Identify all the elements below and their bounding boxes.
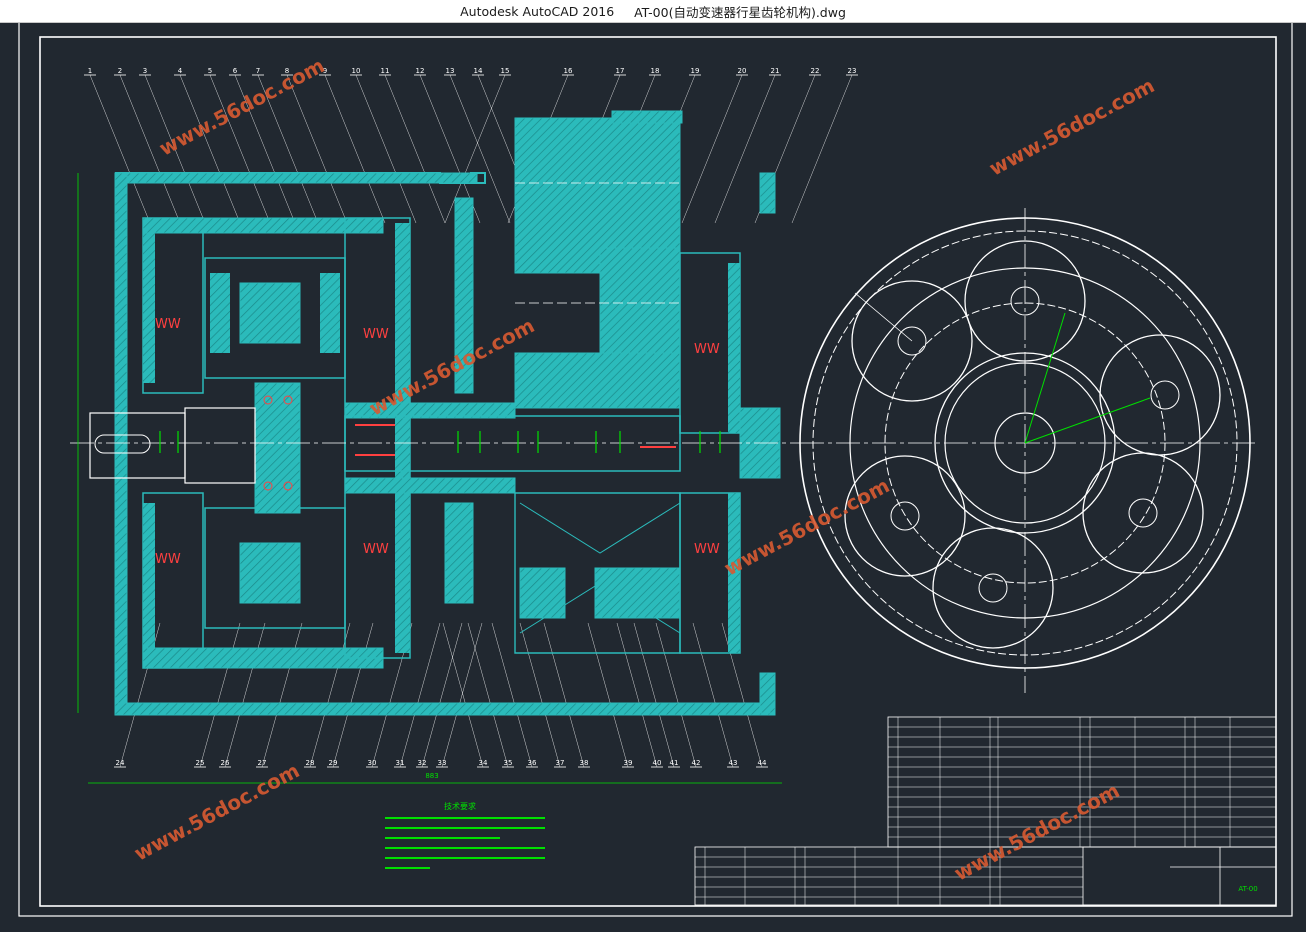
leader-label: 1 (88, 67, 92, 75)
leader-label: 28 (306, 759, 315, 767)
leader-label: 12 (416, 67, 425, 75)
leader-label: 19 (691, 67, 700, 75)
leader-label: 43 (729, 759, 738, 767)
leader-label: 29 (329, 759, 338, 767)
svg-text:WW: WW (363, 327, 389, 342)
watermark-text: www.56doc.com (720, 473, 893, 580)
leader-label: 7 (256, 67, 260, 75)
leader-label: 20 (738, 67, 747, 75)
section-view: WW WW WW WW (70, 110, 800, 784)
bill-of-materials-table (694, 716, 1277, 906)
leader-label: 36 (528, 759, 537, 767)
leader-label: 15 (501, 67, 510, 75)
leader-label: 21 (771, 67, 780, 75)
technical-requirements: 技术要求 (385, 801, 545, 869)
app-name: Autodesk AutoCAD 2016 (460, 3, 615, 19)
leader-label: 24 (116, 759, 125, 767)
leader-label: 4 (178, 67, 183, 75)
leader-label: 16 (564, 67, 573, 75)
watermark-text: www.56doc.com (985, 73, 1158, 180)
leader-label: 17 (616, 67, 625, 75)
leader-label: 18 (651, 67, 660, 75)
watermark-text: www.56doc.com (130, 758, 303, 865)
leader-label: 30 (368, 759, 377, 767)
leader-label: 3 (143, 67, 147, 75)
leader-label: 8 (285, 67, 289, 75)
leader-label: 40 (653, 759, 662, 767)
watermark-text: www.56doc.com (950, 778, 1123, 885)
file-name: AT-00(自动变速器行星齿轮机构).dwg (634, 4, 846, 20)
leader-label: 14 (474, 67, 483, 75)
leader-label: 5 (208, 67, 212, 75)
leader-label: 39 (624, 759, 633, 767)
leader-label: 2 (118, 67, 122, 75)
notes-title: 技术要求 (444, 801, 476, 811)
leader-label: 35 (504, 759, 513, 767)
leader-label: 44 (758, 759, 767, 767)
leader-label: 38 (580, 759, 589, 767)
window-title-bar: Autodesk AutoCAD 2016 AT-00(自动变速器行星齿轮机构)… (0, 0, 1306, 23)
leader-label: 9 (323, 67, 327, 75)
svg-text:WW: WW (155, 552, 181, 567)
leader-label: 22 (811, 67, 820, 75)
leader-label: 11 (381, 67, 390, 75)
leader-label: 34 (479, 759, 488, 767)
leader-label: 37 (556, 759, 565, 767)
leader-label: 32 (418, 759, 427, 767)
leader-label: 10 (352, 67, 361, 75)
leader-label: 27 (258, 759, 267, 767)
leader-label: 25 (196, 759, 205, 767)
leader-label: 6 (233, 67, 238, 75)
leader-label: 31 (396, 759, 405, 767)
svg-text:WW: WW (694, 342, 720, 357)
leader-label: 13 (446, 67, 455, 75)
bottom-leader-labels: 24 25 26 27 28 29 30 31 32 33 34 35 36 37 38 39 40 41 42 43… (114, 622, 768, 768)
inner-frame (39, 36, 1277, 907)
leader-label: 26 (221, 759, 230, 767)
svg-text:WW: WW (363, 542, 389, 557)
svg-text:WW: WW (155, 317, 181, 332)
leader-label: 41 (670, 759, 679, 767)
end-view-planetary (799, 208, 1255, 693)
svg-text:WW: WW (694, 542, 720, 557)
overall-dimension-label: 883 (425, 772, 438, 780)
drawing-number: AT-00 (1238, 885, 1257, 893)
leader-label: 33 (438, 759, 447, 767)
leader-label: 42 (692, 759, 701, 767)
leader-label: 23 (848, 67, 857, 75)
